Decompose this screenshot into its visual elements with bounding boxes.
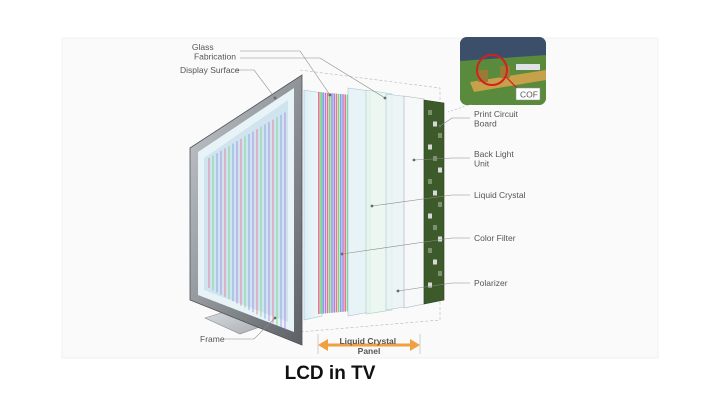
screen-stripe xyxy=(240,138,242,306)
filter-stripe xyxy=(337,93,340,313)
magnifier-inset: COF xyxy=(447,37,546,113)
pcb-components xyxy=(428,110,442,288)
pcb-chip xyxy=(438,167,442,173)
exploded-layers xyxy=(303,87,445,321)
screen-stripe xyxy=(264,124,266,319)
pcb-chip xyxy=(438,271,442,276)
frame-label: Frame xyxy=(200,334,225,344)
filter-stripe xyxy=(320,92,322,314)
filter-stripe xyxy=(333,93,335,313)
pcb-chip xyxy=(433,259,437,265)
liquid-crystal-layer xyxy=(365,89,393,315)
pcb-chip xyxy=(438,133,442,138)
screen-stripe xyxy=(224,148,226,297)
screen-stripe xyxy=(284,112,286,330)
filter-stripe xyxy=(326,92,329,314)
pcb-chip xyxy=(438,236,442,242)
screen-stripe xyxy=(256,129,258,315)
filter-stripe xyxy=(331,93,333,313)
screen-stripe xyxy=(216,153,218,293)
filter-stripe xyxy=(322,92,324,314)
pcb-chip xyxy=(433,121,437,127)
pcb-chip xyxy=(428,110,432,115)
screen-stripe xyxy=(244,136,246,308)
screen-stripe xyxy=(212,155,214,291)
pcb-chip xyxy=(428,144,432,150)
filter-stripe xyxy=(318,92,320,314)
screen-stripe xyxy=(260,126,262,317)
cof-label: COF xyxy=(520,90,538,100)
screen-stripe xyxy=(276,117,278,326)
pcb-chip xyxy=(433,190,437,196)
pcb-chip xyxy=(438,202,442,207)
display-surface-label: Display Surface xyxy=(180,65,240,75)
diagram-caption: LCD in TV xyxy=(284,363,376,384)
pcb-chip xyxy=(433,156,437,161)
liquid-crystal-label: Liquid Crystal xyxy=(474,190,526,200)
leader-lines xyxy=(224,50,470,340)
pcb-chip xyxy=(428,213,432,219)
pcb-chip xyxy=(433,225,437,230)
filter-stripe xyxy=(342,94,344,312)
screen-stripe xyxy=(272,119,274,324)
color-filter-label: Color Filter xyxy=(474,233,516,243)
pcb-chip xyxy=(428,248,432,253)
back-light-unit xyxy=(403,95,425,309)
panel-span-arrow xyxy=(317,334,421,354)
screen-stripe xyxy=(208,158,210,288)
frame-color-stripes xyxy=(208,112,286,330)
tv-frame xyxy=(189,74,303,346)
color-filter-stripes xyxy=(318,92,349,314)
glass-fabrication-label: Glass Fabrication xyxy=(192,42,236,62)
back-light-unit-label: Back Light Unit xyxy=(474,149,516,169)
highlight-circle xyxy=(476,54,508,86)
filter-stripe xyxy=(346,94,349,312)
screen-stripe xyxy=(228,146,230,299)
screen-stripe xyxy=(268,122,270,321)
liquid-crystal-panel-label: Liquid Crystal Panel xyxy=(339,336,398,356)
pcb-chip xyxy=(428,179,432,184)
screen-stripe xyxy=(220,150,222,295)
screen-stripe xyxy=(236,141,238,304)
filter-stripe xyxy=(344,94,346,312)
filter-stripe xyxy=(324,92,327,314)
screen-stripe xyxy=(248,134,250,310)
filter-stripe xyxy=(335,93,338,313)
screen-stripe xyxy=(280,114,282,328)
print-circuit-board-label: Print Circuit Board xyxy=(474,109,520,129)
filter-stripe xyxy=(340,94,342,312)
polarizer-label: Polarizer xyxy=(474,278,508,288)
filter-stripe xyxy=(329,93,331,313)
pcb-chip xyxy=(428,282,432,288)
glass-layer-1 xyxy=(303,89,323,321)
screen-stripe xyxy=(232,143,234,302)
screen-stripe xyxy=(252,131,254,313)
